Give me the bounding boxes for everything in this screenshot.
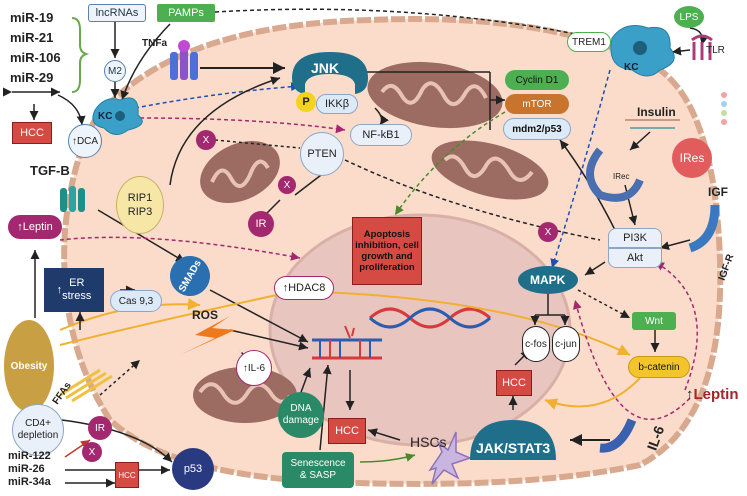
- wnt-box: Wnt: [632, 312, 676, 330]
- pamps-box: PAMPs: [157, 4, 215, 22]
- ros-label: ROS: [192, 308, 219, 322]
- tgfb-label: TGF-B: [30, 163, 70, 178]
- trem1-pill: TREM1: [567, 32, 611, 52]
- tgf-receptor-icon: [60, 186, 85, 212]
- dca-node: ↑DCA: [68, 124, 102, 158]
- ir-node: IR: [88, 416, 112, 440]
- jakstat-shape: [470, 420, 556, 460]
- jakstat-label: JAK/STAT3: [476, 440, 551, 456]
- up-arrow: ↑: [242, 362, 248, 374]
- hcc-box: HCC: [115, 462, 139, 488]
- up-arrow: ↑: [686, 386, 694, 403]
- mitochondrion: [367, 61, 503, 129]
- up-arrow: ↑: [71, 135, 77, 147]
- up-arrow: ↑: [56, 283, 63, 296]
- il6-label: IL-6: [247, 362, 266, 374]
- up-arrow: ↑: [17, 221, 23, 233]
- kc-label: KC: [624, 62, 639, 73]
- cfos-pill: c-fos: [522, 326, 550, 362]
- ffa-bars-icon: [59, 368, 113, 403]
- mirna-label: miR-122: [8, 450, 51, 462]
- ikkb-pill: IKKβ: [316, 94, 358, 114]
- cjun-pill: c-jun: [552, 326, 580, 362]
- tnfa-label: TNFa: [142, 38, 167, 49]
- er-stress-label: ER stress: [62, 277, 92, 302]
- ires-node: IRes: [672, 138, 712, 178]
- senescence-box: Senescence & SASP: [282, 452, 354, 488]
- hsc-cell-icon: [428, 431, 473, 485]
- tnf-receptor-icon: [170, 40, 198, 80]
- mdm2-p53-pill: mdm2/p53: [503, 118, 571, 140]
- leptin-right-label: ↑Leptin: [686, 386, 739, 403]
- tlr-icon: [691, 34, 713, 60]
- inhibitor-x-node: X: [82, 442, 102, 462]
- akt-box: Akt: [608, 248, 662, 268]
- dna-damage-node: DNA damage: [278, 392, 324, 438]
- insulin-molecule-icon: [625, 119, 680, 129]
- mitochondrion: [431, 140, 549, 200]
- insulin-receptor-icon: [586, 147, 644, 202]
- mirna-label: miR-34a: [8, 476, 51, 488]
- b-catenin-pill: b-catenin: [628, 356, 690, 378]
- dna-helix: [368, 307, 492, 329]
- mirna-label: miR-106: [10, 50, 61, 65]
- il6-node: ↑IL-6: [236, 350, 272, 386]
- kupffer-cell-icon: [610, 25, 675, 77]
- tlr-label: TLR: [706, 45, 725, 56]
- cd4-depletion-node: CD4+ depletion: [12, 404, 64, 456]
- lps-node: LPS: [674, 6, 704, 28]
- ros-bolt-icon: [180, 316, 235, 355]
- mapk-shape: [518, 266, 578, 294]
- insulin-label: Insulin: [637, 105, 676, 119]
- igf-label: IGF: [708, 185, 728, 199]
- m2-node: M2: [104, 60, 126, 82]
- dca-label: DCA: [76, 135, 99, 147]
- er-stress-box: ↑ER stress: [44, 268, 104, 312]
- ir-node: IR: [248, 211, 274, 237]
- mirna-label: miR-29: [10, 70, 54, 85]
- inhibitor-x-node: X: [196, 130, 216, 150]
- kc-label: KC: [98, 111, 113, 122]
- leptin-label: Leptin: [693, 386, 739, 403]
- hdac8-pill: ↑HDAC8: [274, 276, 334, 300]
- leptin-label: Leptin: [22, 221, 53, 233]
- hscs-label: HSCs: [410, 434, 447, 450]
- apoptosis-inhibition-box: Apoptosis inhibition, cell growth and pr…: [352, 217, 422, 285]
- hcc-box: HCC: [12, 122, 52, 144]
- obesity-node: Obesity: [4, 320, 54, 412]
- cyclin-d1-pill: Cyclin D1: [505, 70, 569, 90]
- caspase-pill: Cas 9,3: [110, 290, 162, 312]
- kupffer-cell-icon: [92, 97, 143, 135]
- mirna-label: miR-19: [10, 10, 54, 25]
- irec-label: IRec: [613, 172, 630, 181]
- mirna-label: miR-26: [8, 463, 45, 475]
- lncrnas-box: lncRNAs: [88, 4, 146, 22]
- mitochondrion: [193, 367, 297, 423]
- il6-receptor-icon: [599, 418, 637, 453]
- hcc-box: HCC: [328, 418, 366, 444]
- mirna-brace: [71, 17, 90, 93]
- pten-node: PTEN: [300, 132, 344, 176]
- mirna-label: miR-21: [10, 30, 54, 45]
- inhibitor-x-node: X: [538, 222, 558, 242]
- inhibitor-x-node: X: [278, 176, 296, 194]
- up-arrow: ↑: [282, 282, 289, 294]
- hdac8-label: HDAC8: [288, 282, 326, 294]
- mtor-pill: mTOR: [505, 94, 569, 114]
- jnk-shape: [292, 52, 368, 94]
- phospho-node: P: [296, 92, 316, 112]
- mapk-label: MAPK: [530, 273, 566, 287]
- jnk-label: JNK: [311, 60, 340, 76]
- p53-node: p53: [172, 448, 214, 490]
- igf-receptor-icon: [688, 204, 720, 253]
- rip-node: RIP1 RIP3: [116, 176, 164, 234]
- nfkb-pill: NF-kB1: [350, 124, 412, 146]
- hcc-box: HCC: [496, 370, 532, 396]
- pi3k-box: PI3K: [608, 228, 662, 248]
- lipid-chain-icon: [721, 92, 727, 125]
- pathway-arrows: [29, 8, 709, 488]
- mitochondrion: [200, 141, 280, 203]
- leptin-pill: ↑Leptin: [8, 215, 62, 239]
- damaged-dna-icon: [312, 325, 382, 360]
